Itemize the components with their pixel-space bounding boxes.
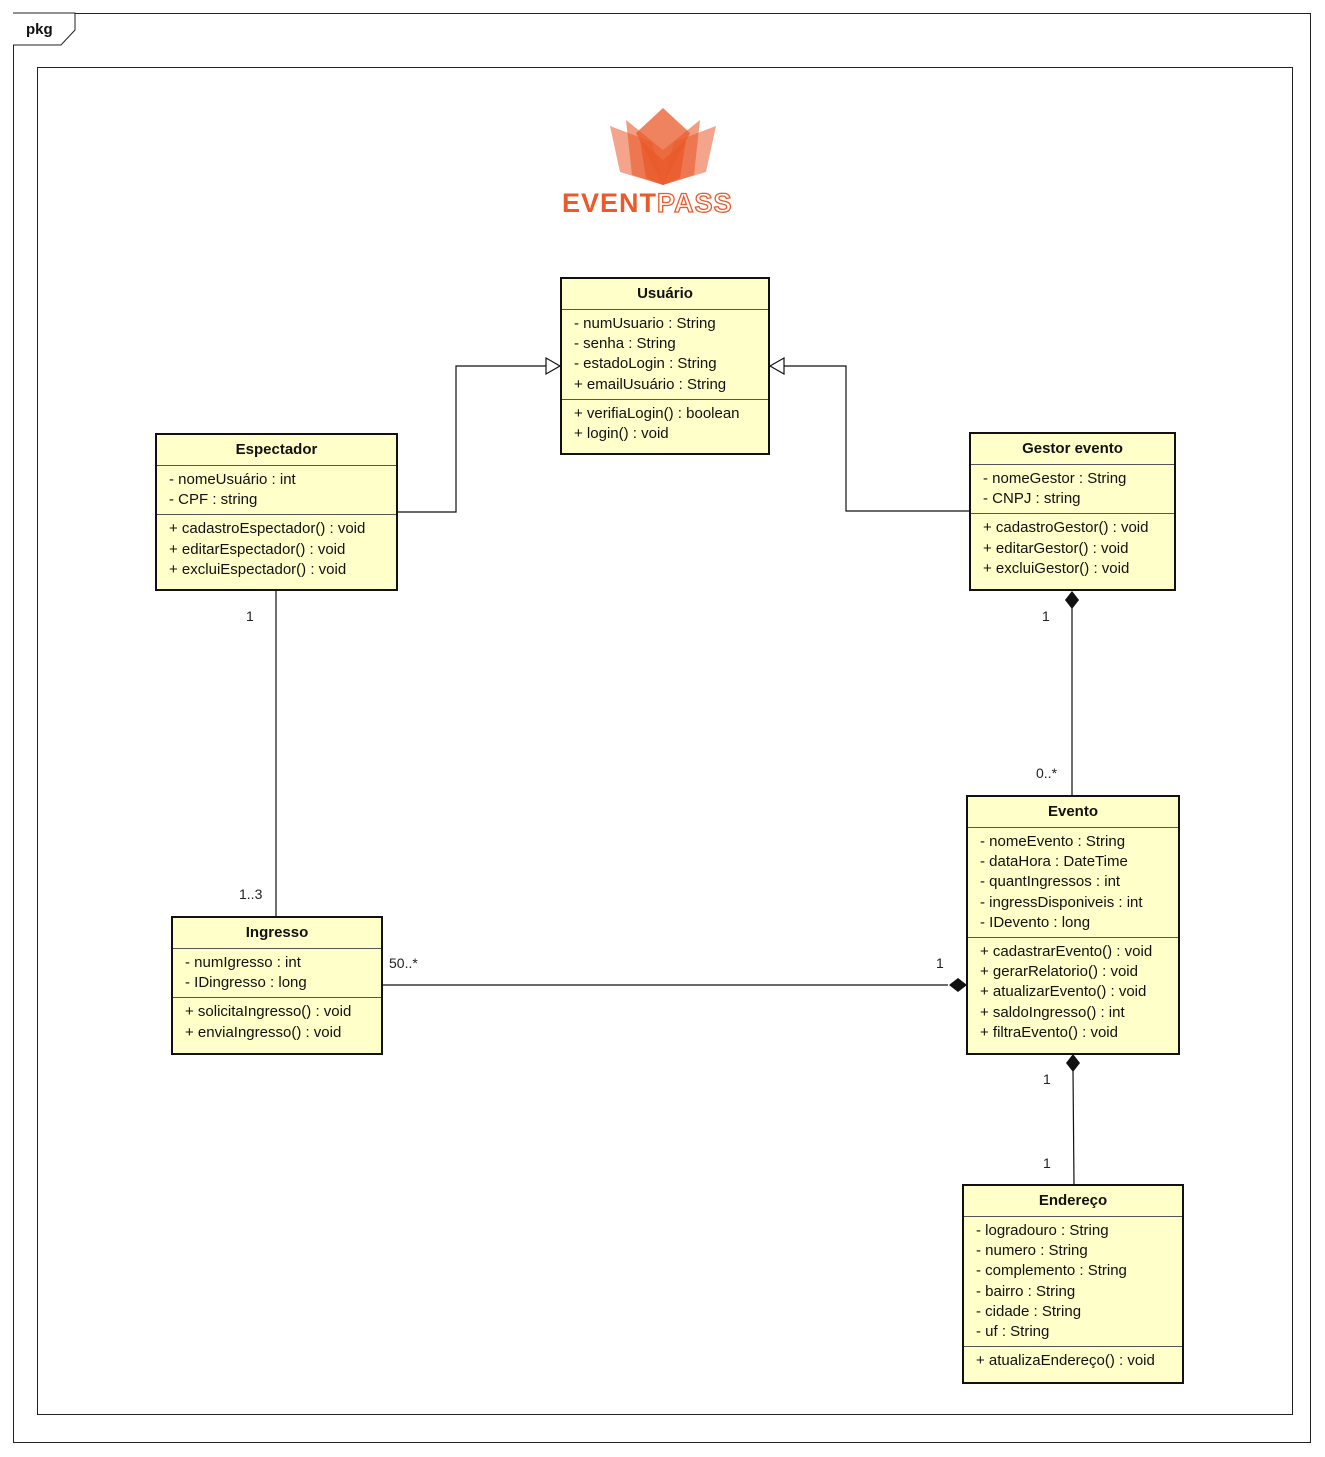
attribute: - logradouro : String (976, 1222, 1109, 1239)
attribute: - IDevento : long (980, 913, 1091, 931)
attribute: - quantIngressos : int (980, 873, 1121, 891)
attribute: - nomeUsuário : int (169, 471, 296, 488)
class-title: Usuário (562, 279, 768, 310)
composition-diamond-evento-bottom (1066, 1054, 1080, 1072)
package-label: pkg (26, 21, 53, 38)
class-title: Espectador (157, 435, 396, 466)
attribute: - complemento : String (976, 1262, 1127, 1280)
class-title: Endereço (964, 1186, 1182, 1217)
attribute: - nomeEvento : String (980, 833, 1126, 850)
multiplicity-gestor: 1 (1042, 608, 1050, 624)
class-endereco[interactable]: Endereço - logradouro : String - numero … (962, 1184, 1184, 1384)
class-attributes: - numUsuario : String - senha : String -… (562, 310, 768, 400)
multiplicity-evento-bottom: 1 (1043, 1071, 1051, 1087)
operation: + enviaIngresso() : void (185, 1023, 342, 1041)
attribute: - cidade : String (976, 1302, 1082, 1320)
class-title: Gestor evento (971, 434, 1174, 465)
logo-word-pass: PASS (656, 187, 733, 218)
multiplicity-ingresso-top: 1..3 (239, 886, 263, 902)
multiplicity-evento-top: 0..* (1036, 765, 1058, 781)
class-usuario[interactable]: Usuário - numUsuario : String - senha : … (560, 277, 770, 455)
operation: + saldoIngresso() : int (980, 1003, 1125, 1021)
logo-word-event: EVENT (562, 188, 658, 218)
operation: + excluiGestor() : void (983, 559, 1130, 577)
logo-wordmark: EVENTPASS (562, 187, 733, 219)
class-evento[interactable]: Evento - nomeEvento : String - dataHora … (966, 795, 1180, 1055)
composition-evento-endereco (1072, 1070, 1075, 1186)
attribute: - nomeGestor : String (983, 470, 1127, 487)
attribute: - ingressDisponiveis : int (980, 893, 1143, 911)
operation: + gerarRelatorio() : void (980, 963, 1138, 981)
attribute: - numUsuario : String (574, 315, 716, 332)
multiplicity-ingresso-right: 50..* (389, 955, 418, 971)
generalization-gestor-usuario (784, 365, 970, 512)
operation: + solicitaIngresso() : void (185, 1003, 352, 1021)
multiplicity-espectador: 1 (246, 608, 254, 624)
class-operations: + cadastrarEvento() : void + gerarRelato… (968, 938, 1178, 1047)
attribute: - IDingresso : long (185, 974, 307, 992)
composition-diamond-evento-left (949, 978, 967, 992)
attribute: - CNPJ : string (983, 490, 1081, 508)
class-operations: + verifiaLogin() : boolean + login() : v… (562, 400, 768, 448)
generalization-arrow-left (545, 356, 562, 376)
operation: + cadastroGestor() : void (983, 519, 1149, 537)
attribute: + emailUsuário : String (574, 375, 727, 393)
class-attributes: - logradouro : String - numero : String … (964, 1217, 1182, 1348)
operation: + filtraEvento() : void (980, 1023, 1118, 1041)
operation: + atualizarEvento() : void (980, 983, 1147, 1001)
multiplicity-evento-left: 1 (936, 955, 944, 971)
operation: + cadastroEspectador() : void (169, 520, 366, 538)
operation: + verifiaLogin() : boolean (574, 404, 740, 422)
attribute: - numIgresso : int (185, 954, 301, 971)
package-frame (13, 13, 1311, 1443)
operation: + atualizaEndereço() : void (976, 1352, 1155, 1370)
composition-diamond-gestor (1065, 591, 1079, 609)
generalization-espectador-usuario (397, 365, 546, 513)
class-ingresso[interactable]: Ingresso - numIgresso : int - IDingresso… (171, 916, 383, 1055)
class-title: Evento (968, 797, 1178, 828)
operation: + login() : void (574, 425, 669, 443)
class-operations: + cadastroEspectador() : void + editarEs… (157, 515, 396, 584)
class-operations: + cadastroGestor() : void + editarGestor… (971, 514, 1174, 583)
class-operations: + solicitaIngresso() : void + enviaIngre… (173, 998, 381, 1046)
operation: + editarEspectador() : void (169, 540, 346, 558)
generalization-arrow-right (768, 356, 785, 376)
operation: + excluiEspectador() : void (169, 560, 347, 578)
attribute: - dataHora : DateTime (980, 853, 1128, 871)
class-title: Ingresso (173, 918, 381, 949)
attribute: - bairro : String (976, 1282, 1076, 1300)
multiplicity-endereco: 1 (1043, 1155, 1051, 1171)
operation: + editarGestor() : void (983, 539, 1129, 557)
attribute: - CPF : string (169, 491, 258, 509)
class-attributes: - nomeGestor : String - CNPJ : string (971, 465, 1174, 515)
attribute: - uf : String (976, 1323, 1050, 1341)
class-attributes: - nomeUsuário : int - CPF : string (157, 466, 396, 516)
class-operations: + atualizaEndereço() : void (964, 1347, 1182, 1375)
diagram-area (37, 67, 1293, 1415)
class-espectador[interactable]: Espectador - nomeUsuário : int - CPF : s… (155, 433, 398, 591)
operation: + cadastrarEvento() : void (980, 943, 1153, 961)
class-gestor-evento[interactable]: Gestor evento - nomeGestor : String - CN… (969, 432, 1176, 591)
class-attributes: - nomeEvento : String - dataHora : DateT… (968, 828, 1178, 939)
class-attributes: - numIgresso : int - IDingresso : long (173, 949, 381, 999)
attribute: - estadoLogin : String (574, 355, 717, 373)
attribute: - numero : String (976, 1242, 1088, 1260)
attribute: - senha : String (574, 335, 676, 353)
